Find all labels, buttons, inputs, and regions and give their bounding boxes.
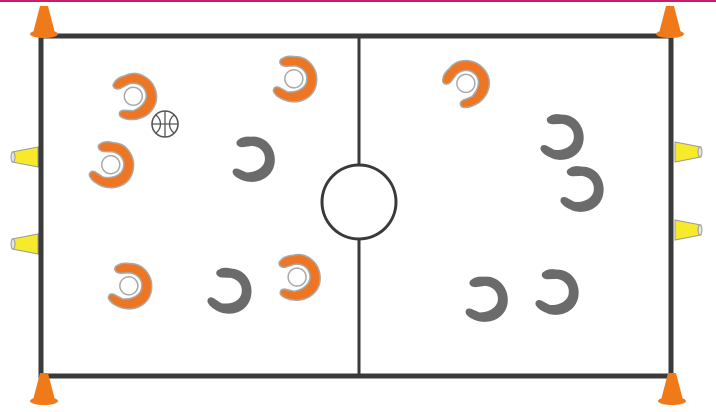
corner-cone-icon	[30, 6, 58, 38]
goal-cone-icon	[11, 234, 38, 254]
corner-cone-icon	[656, 6, 684, 38]
goal-cone-icon	[675, 220, 702, 240]
goal-cone-icon	[675, 142, 702, 162]
goal-cone-icon	[11, 147, 38, 167]
center-circle	[322, 165, 396, 239]
basketball-icon	[152, 111, 178, 137]
